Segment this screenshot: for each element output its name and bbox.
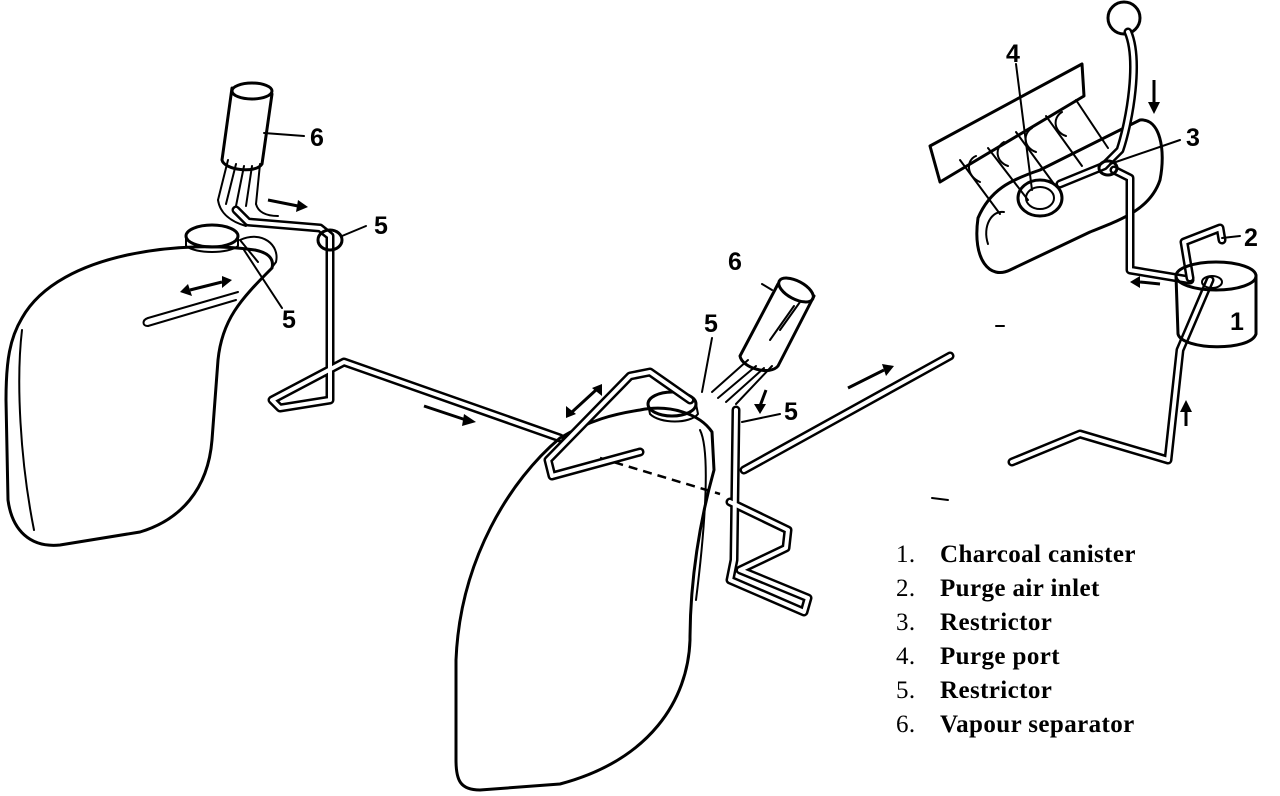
legend-label: Charcoal canister	[940, 541, 1136, 568]
legend-label: Purge port	[940, 643, 1060, 670]
legend-item: 1. Charcoal canister	[896, 538, 1226, 572]
legend: 1. Charcoal canister 2. Purge air inlet …	[896, 538, 1226, 742]
legend-number: 3.	[896, 609, 916, 636]
center-vapour-separator	[711, 276, 816, 405]
left-filler-cap	[184, 223, 240, 253]
legend-label: Restrictor	[940, 677, 1053, 704]
center-flow-arrows	[566, 364, 894, 418]
charcoal-canister	[1174, 260, 1258, 349]
center-vent-pipes	[543, 351, 955, 617]
engine-purge-pipes	[1007, 27, 1227, 467]
legend-number: 5.	[896, 677, 916, 704]
legend-number: 1.	[896, 541, 916, 568]
legend-number: 6.	[896, 711, 916, 738]
callout-purge-air-inlet: 2	[1244, 224, 1258, 252]
callout-restrictor-engine: 3	[1186, 124, 1200, 152]
legend-number: 4.	[896, 643, 916, 670]
left-fuel-tank	[4, 235, 278, 547]
legend-item: 2. Purge air inlet	[896, 572, 1226, 606]
legend-label: Restrictor	[940, 609, 1053, 636]
legend-number: 2.	[896, 575, 916, 602]
engine-flow-arrows	[1130, 80, 1192, 426]
callout-left-restrictor-elbow: 5	[374, 212, 388, 240]
callout-center-restrictor-side: 5	[784, 398, 798, 426]
air-cleaner-bulb	[1106, 0, 1142, 36]
left-vapour-separator	[217, 81, 279, 227]
legend-label: Vapour separator	[940, 711, 1135, 738]
leader-lines	[243, 63, 1241, 423]
callout-charcoal-canister: 1	[1230, 308, 1244, 336]
callout-center-separator: 6	[728, 248, 742, 276]
engine-block	[928, 62, 1164, 274]
legend-item: 3. Restrictor	[896, 606, 1226, 640]
left-vent-pipes	[231, 205, 565, 443]
legend-item: 4. Purge port	[896, 640, 1226, 674]
callout-left-separator: 6	[310, 124, 324, 152]
callout-purge-port: 4	[1006, 40, 1020, 68]
legend-item: 6. Vapour separator	[896, 708, 1226, 742]
legend-item: 5. Restrictor	[896, 674, 1226, 708]
callout-center-restrictor-top: 5	[704, 310, 718, 338]
callout-left-restrictor-cap: 5	[282, 306, 296, 334]
callout-labels: 6 5 5 6 5 5 4 3 2 1	[282, 40, 1258, 426]
center-fuel-tank	[454, 406, 721, 792]
purge-port	[1016, 178, 1064, 218]
restrictor-fitting	[1097, 159, 1119, 177]
legend-label: Purge air inlet	[940, 575, 1100, 602]
scan-marks	[931, 325, 1005, 501]
left-flow-arrows	[180, 198, 476, 426]
